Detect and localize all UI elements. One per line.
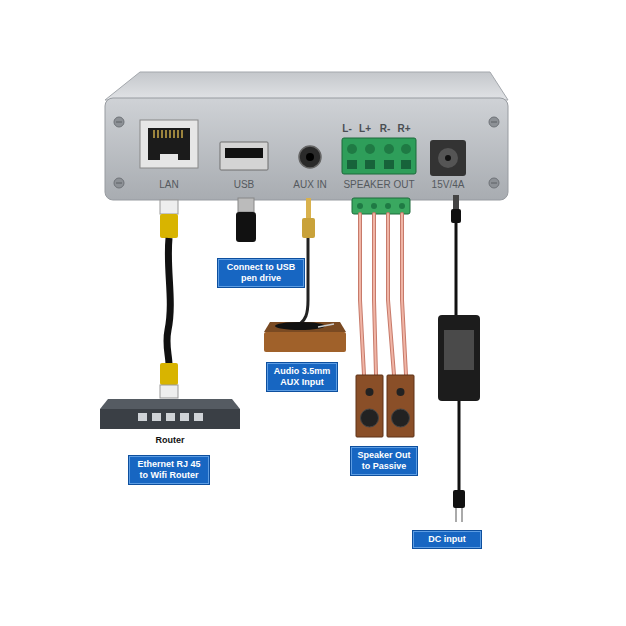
speaker-wires: [360, 214, 406, 375]
turntable: [264, 322, 346, 352]
lan-port: [140, 120, 198, 168]
callout-box: DC input: [412, 530, 482, 549]
power-adapter: [438, 195, 480, 522]
front-panel: [105, 98, 508, 200]
callout-box: Connect to USB pen drive: [217, 258, 305, 288]
panel-screws: [114, 117, 499, 188]
callout-text: Audio 3.5mm AUX Input: [271, 366, 333, 388]
usb-drive: [236, 198, 256, 242]
terminal-label: L+: [359, 124, 371, 134]
callout-box: Speaker Out to Passive: [350, 446, 418, 476]
port-label: USB: [234, 180, 255, 190]
usb-port: [220, 142, 268, 170]
aux-jack: [299, 146, 321, 168]
port-label: LAN: [159, 180, 178, 190]
dc-jack: [430, 140, 466, 176]
callout-text: DC input: [417, 534, 477, 545]
speakers: [356, 375, 414, 437]
housing-top: [105, 72, 508, 100]
callout-box: Audio 3.5mm AUX Input: [266, 362, 338, 392]
device-label: Router: [156, 436, 185, 445]
speaker-terminal: [342, 138, 416, 174]
port-label: AUX IN: [293, 180, 326, 190]
port-label: SPEAKER OUT: [343, 180, 414, 190]
terminal-label: R-: [380, 124, 391, 134]
router: [100, 399, 240, 429]
port-label: 15V/4A: [432, 180, 465, 190]
terminal-label: R+: [397, 124, 410, 134]
callout-box: Ethernet RJ 45 to Wifi Router: [128, 455, 210, 485]
ethernet-cable: [160, 200, 178, 398]
speaker-plug: [352, 198, 410, 214]
callout-text: Speaker Out to Passive: [355, 450, 413, 472]
callout-text: Ethernet RJ 45 to Wifi Router: [133, 459, 205, 481]
callout-text: Connect to USB pen drive: [222, 262, 300, 284]
terminal-label: L-: [342, 124, 351, 134]
